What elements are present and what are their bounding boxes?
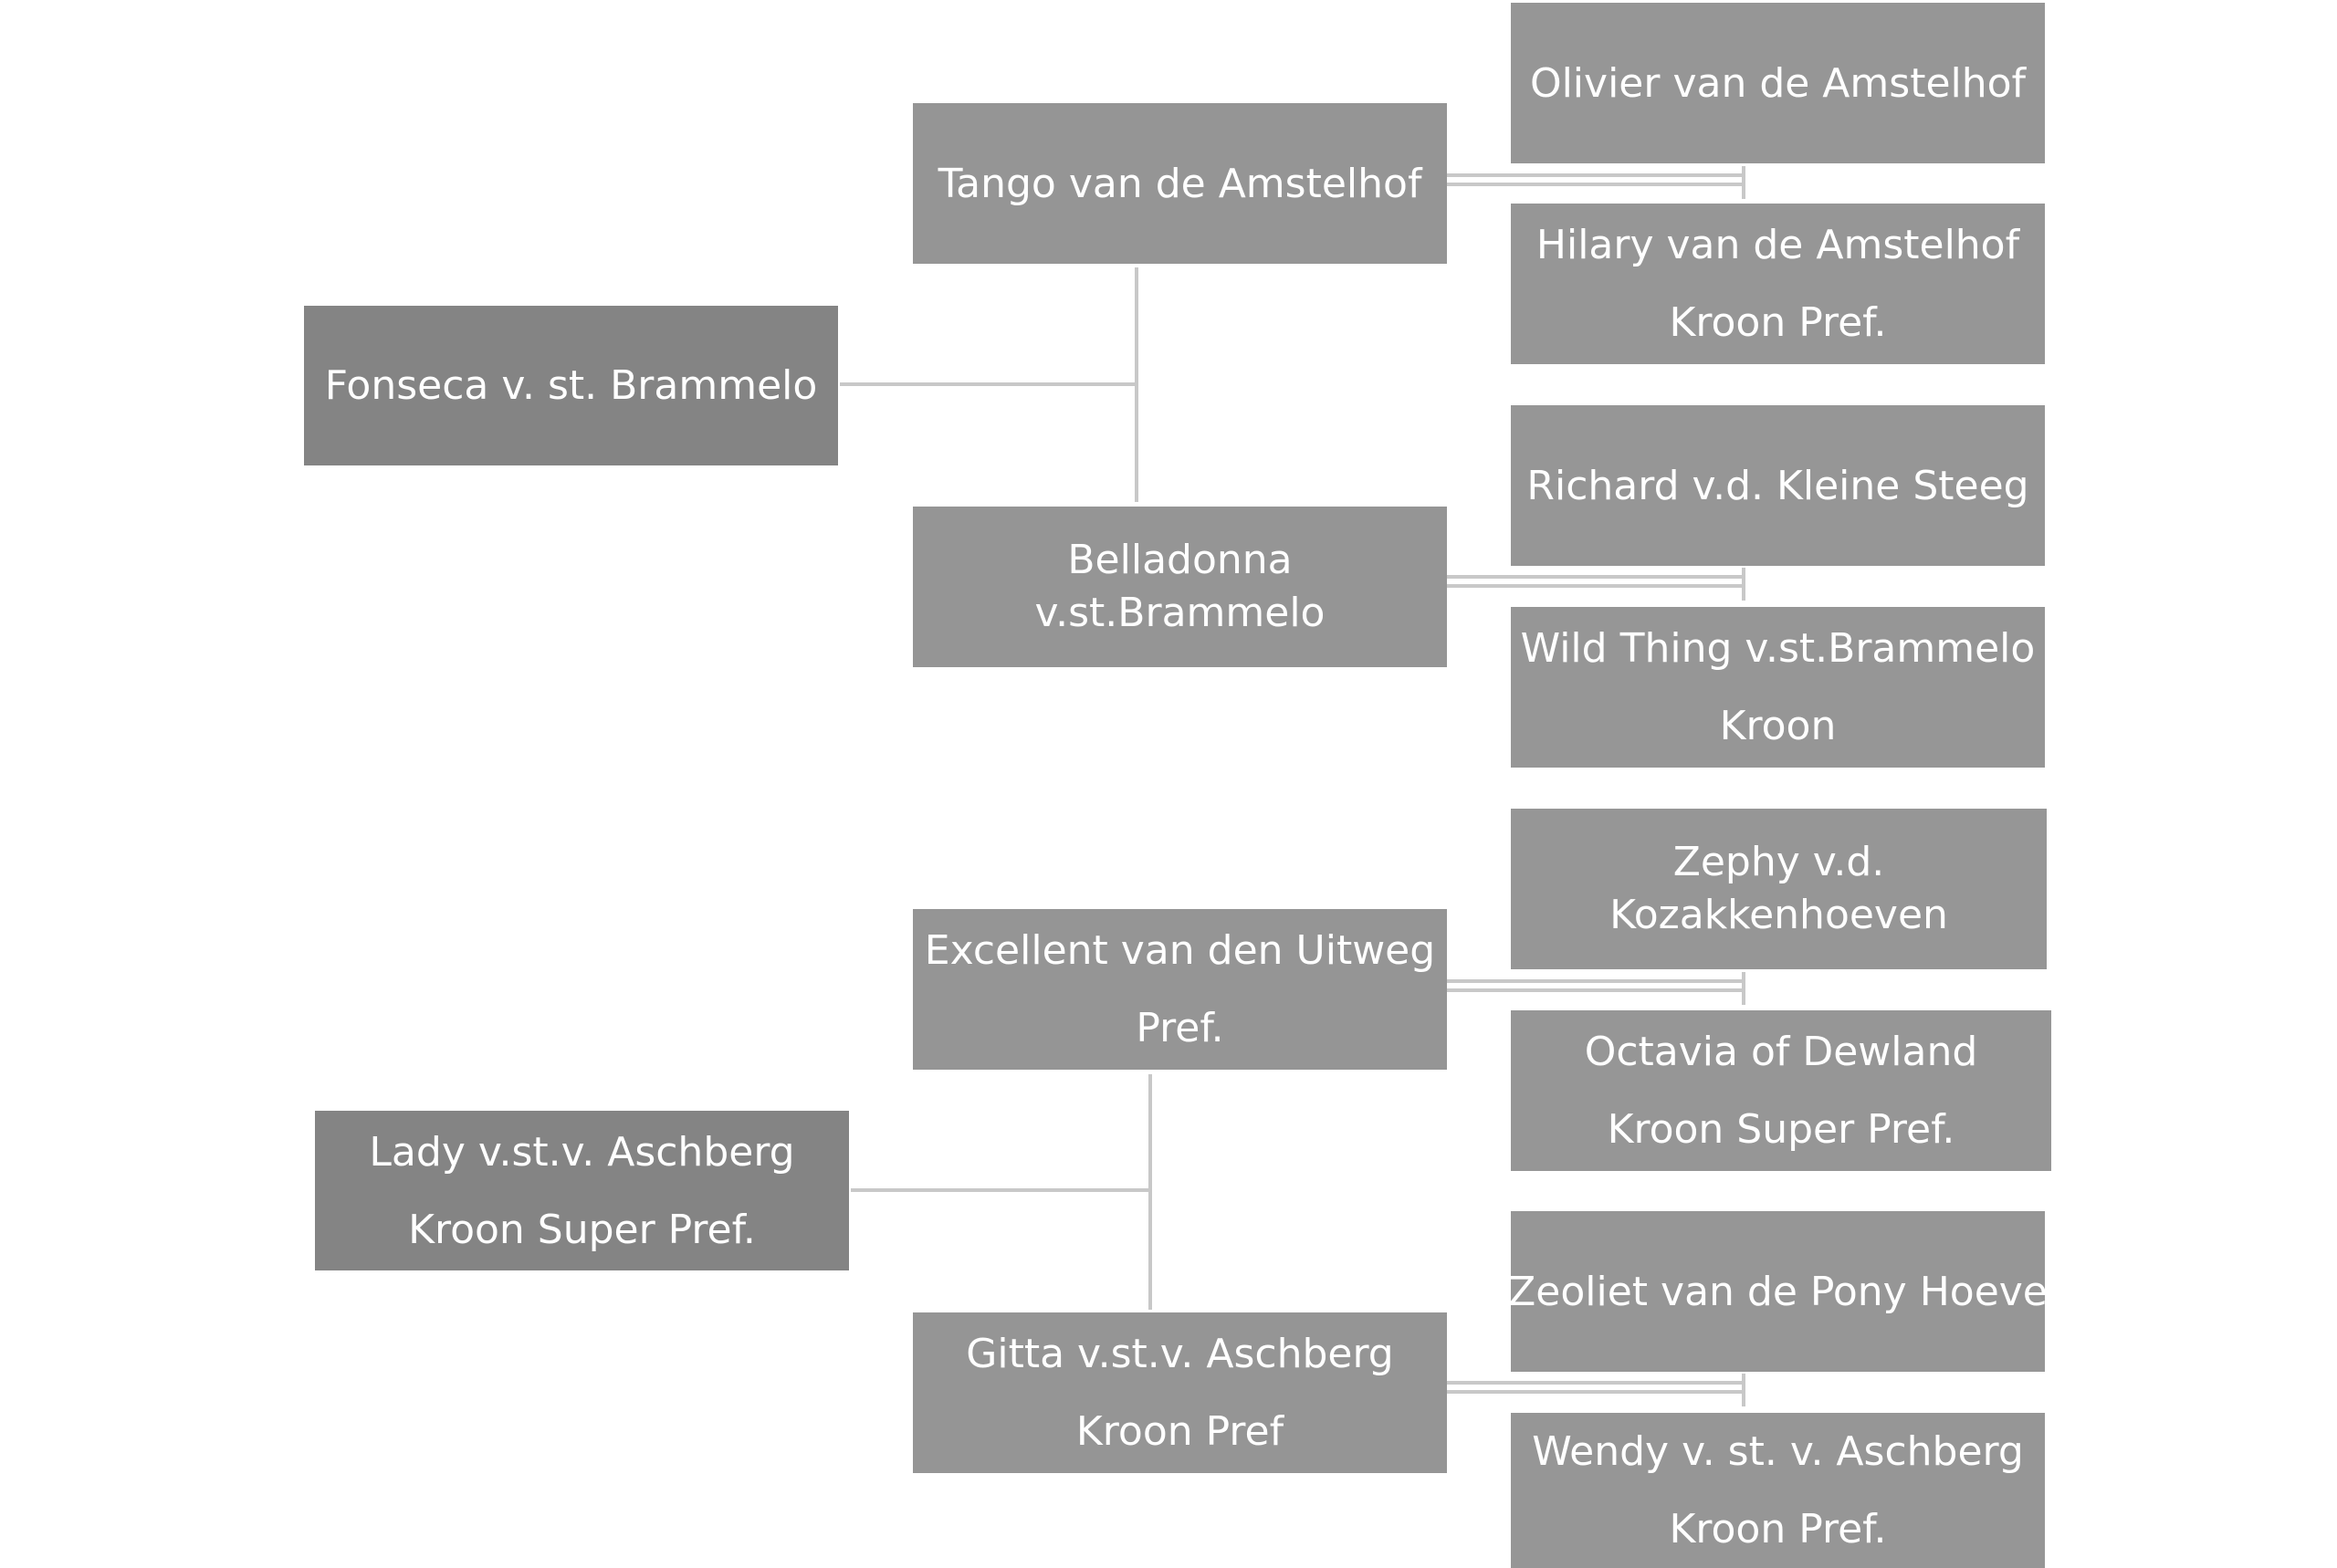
grandsire-name: Zephy v.d. — [1672, 839, 1885, 885]
dam-name: Gitta v.st.v. Aschberg — [966, 1331, 1394, 1377]
granddam-title: Kroon Super Pref. — [1607, 1106, 1955, 1153]
grandsire-box-zeoliet: Zeoliet van de Pony Hoeve — [1508, 1211, 2048, 1372]
grandsire-name: Olivier van de Amstelhof — [1529, 59, 2027, 107]
subject-name: Lady v.st.v. Aschberg — [369, 1128, 795, 1176]
subject-name: Fonseca v. st. Brammelo — [324, 362, 818, 409]
sire-box-excellent: Excellent van den Uitweg Pref. — [913, 909, 1447, 1070]
dam-box-gitta: Gitta v.st.v. Aschberg Kroon Pref — [913, 1312, 1447, 1473]
granddam-box-hilary: Hilary van de Amstelhof Kroon Pref. — [1511, 204, 2045, 364]
granddam-title: Kroon Pref. — [1669, 1506, 1887, 1552]
sire-box-tango: Tango van de Amstelhof — [913, 103, 1447, 264]
granddam-name: Hilary van de Amstelhof — [1535, 222, 2020, 268]
granddam-name: Wild Thing v.st.Brammelo — [1520, 625, 2036, 672]
granddam-box-wild-thing: Wild Thing v.st.Brammelo Kroon — [1511, 607, 2045, 768]
dam-title: Kroon Pref — [1075, 1408, 1284, 1455]
grandsire-suffix: Kozakkenhoeven — [1609, 892, 1948, 938]
subject-box-lady: Lady v.st.v. Aschberg Kroon Super Pref. — [315, 1111, 849, 1270]
grandsire-box-olivier: Olivier van de Amstelhof — [1511, 3, 2045, 163]
grandsire-name: Richard v.d. Kleine Steeg — [1526, 462, 2029, 509]
granddam-name: Wendy v. st. v. Aschberg — [1532, 1428, 2024, 1475]
grandsire-box-zephy: Zephy v.d. Kozakkenhoeven — [1511, 809, 2047, 969]
dam-box-belladonna: Belladonna v.st.Brammelo — [913, 507, 1447, 667]
granddam-name: Octavia of Dewland — [1584, 1029, 1978, 1075]
granddam-title: Kroon Pref. — [1669, 299, 1887, 346]
sire-title: Pref. — [1136, 1005, 1224, 1051]
sire-name: Excellent van den Uitweg — [924, 927, 1436, 974]
sire-name: Tango van de Amstelhof — [938, 160, 1422, 207]
grandsire-name: Zeoliet van de Pony Hoeve — [1508, 1268, 2048, 1315]
granddam-title: Kroon — [1719, 703, 1837, 749]
granddam-box-octavia: Octavia of Dewland Kroon Super Pref. — [1511, 1010, 2051, 1171]
subject-box-fonseca: Fonseca v. st. Brammelo — [304, 306, 838, 465]
granddam-box-wendy: Wendy v. st. v. Aschberg Kroon Pref. — [1511, 1413, 2045, 1568]
dam-name: Belladonna — [1067, 537, 1293, 583]
dam-suffix: v.st.Brammelo — [1034, 590, 1326, 636]
grandsire-box-richard: Richard v.d. Kleine Steeg — [1511, 405, 2045, 566]
subject-title: Kroon Super Pref. — [408, 1206, 756, 1253]
